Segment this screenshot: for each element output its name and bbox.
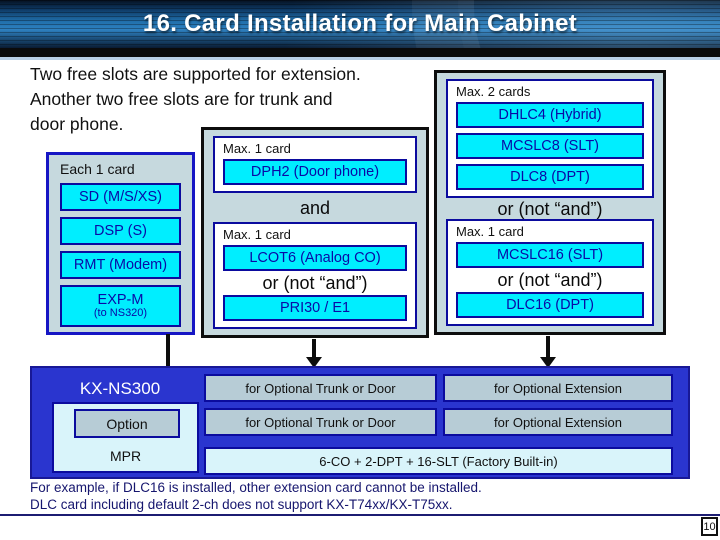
kx-ns300-panel: KX-NS300 Option MPR for Optional Trunk o… [30, 366, 690, 479]
door-phone-group-label: Max. 1 card [223, 141, 291, 156]
card-dlc8: DLC8 (DPT) [456, 164, 644, 190]
door-phone-group: Max. 1 card DPH2 (Door phone) [213, 136, 417, 193]
slot-row2-extension: for Optional Extension [443, 408, 673, 436]
card-dlc16: DLC16 (DPT) [456, 292, 644, 318]
card-mcslc16: MCSLC16 (SLT) [456, 242, 644, 268]
header-divider-bar [0, 48, 720, 57]
page-number: 10 [703, 520, 716, 533]
extension-or-connector: or (not “and”) [497, 198, 603, 219]
card-lcot6: LCOT6 (Analog CO) [223, 245, 407, 271]
slot-row2-trunk: for Optional Trunk or Door [204, 408, 437, 436]
extension-group-1: Max. 2 cards DHLC4 (Hybrid) MCSLC8 (SLT)… [446, 79, 654, 198]
card-dph2: DPH2 (Door phone) [223, 159, 407, 185]
trunk-or-connector: or (not “and”) [262, 273, 368, 293]
card-exp-m-name: EXP-M [97, 291, 144, 308]
card-exp-m: EXP-M (to NS320) [60, 285, 181, 327]
card-dhlc4: DHLC4 (Hybrid) [456, 102, 644, 128]
option-slot: Option [74, 409, 180, 438]
slot-mpr-builtin: 6-CO + 2-DPT + 16-SLT (Factory Built-in) [204, 447, 673, 475]
and-connector: and [299, 197, 331, 218]
footer-divider-line [0, 514, 720, 516]
extension-group-2-label: Max. 1 card [456, 224, 524, 239]
footnote-text: For example, if DLC16 is installed, othe… [30, 479, 680, 513]
trunk-group: Max. 1 card LCOT6 (Analog CO) or (not “a… [213, 222, 417, 329]
header-accent-line [0, 57, 720, 60]
card-rmt: RMT (Modem) [60, 251, 181, 279]
extension-or-connector-2: or (not “and”) [497, 270, 603, 290]
option-mpr-box: Option MPR [52, 402, 199, 473]
intro-line-3: door phone. [30, 114, 124, 134]
extension-group-1-label: Max. 2 cards [456, 84, 531, 99]
card-exp-m-sub: (to NS320) [93, 306, 148, 319]
intro-text: Two free slots are supported for extensi… [30, 62, 460, 137]
footnote-line-2: DLC card including default 2-ch does not… [30, 497, 453, 512]
card-dsp: DSP (S) [60, 217, 181, 245]
mpr-label: MPR [109, 448, 142, 464]
card-pri30: PRI30 / E1 [223, 295, 407, 321]
page-title: 16. Card Installation for Main Cabinet [142, 10, 578, 37]
page-number-badge: 10 [701, 517, 718, 536]
trunk-group-label: Max. 1 card [223, 227, 291, 242]
footnote-line-1: For example, if DLC16 is installed, othe… [30, 480, 482, 495]
each-1-card-box: Each 1 card SD (M/S/XS) DSP (S) RMT (Mod… [46, 152, 195, 335]
intro-line-2: Another two free slots are for trunk and [30, 89, 333, 109]
extension-group-2: Max. 1 card MCSLC16 (SLT) or (not “and”)… [446, 219, 654, 326]
down-arrow-trunk-to-panel [306, 339, 322, 368]
slot-row1-trunk: for Optional Trunk or Door [204, 374, 437, 402]
trunk-door-box: Max. 1 card DPH2 (Door phone) and Max. 1… [201, 127, 429, 338]
intro-line-1: Two free slots are supported for extensi… [30, 64, 361, 84]
card-sd: SD (M/S/XS) [60, 183, 181, 211]
slide-header: 16. Card Installation for Main Cabinet [0, 0, 720, 48]
model-label: KX-NS300 [79, 379, 161, 398]
down-arrow-extension-to-panel [540, 336, 556, 368]
extension-box: Max. 2 cards DHLC4 (Hybrid) MCSLC8 (SLT)… [434, 70, 666, 335]
slot-row1-extension: for Optional Extension [443, 374, 673, 402]
card-mcslc8: MCSLC8 (SLT) [456, 133, 644, 159]
each-1-card-label: Each 1 card [60, 161, 135, 177]
